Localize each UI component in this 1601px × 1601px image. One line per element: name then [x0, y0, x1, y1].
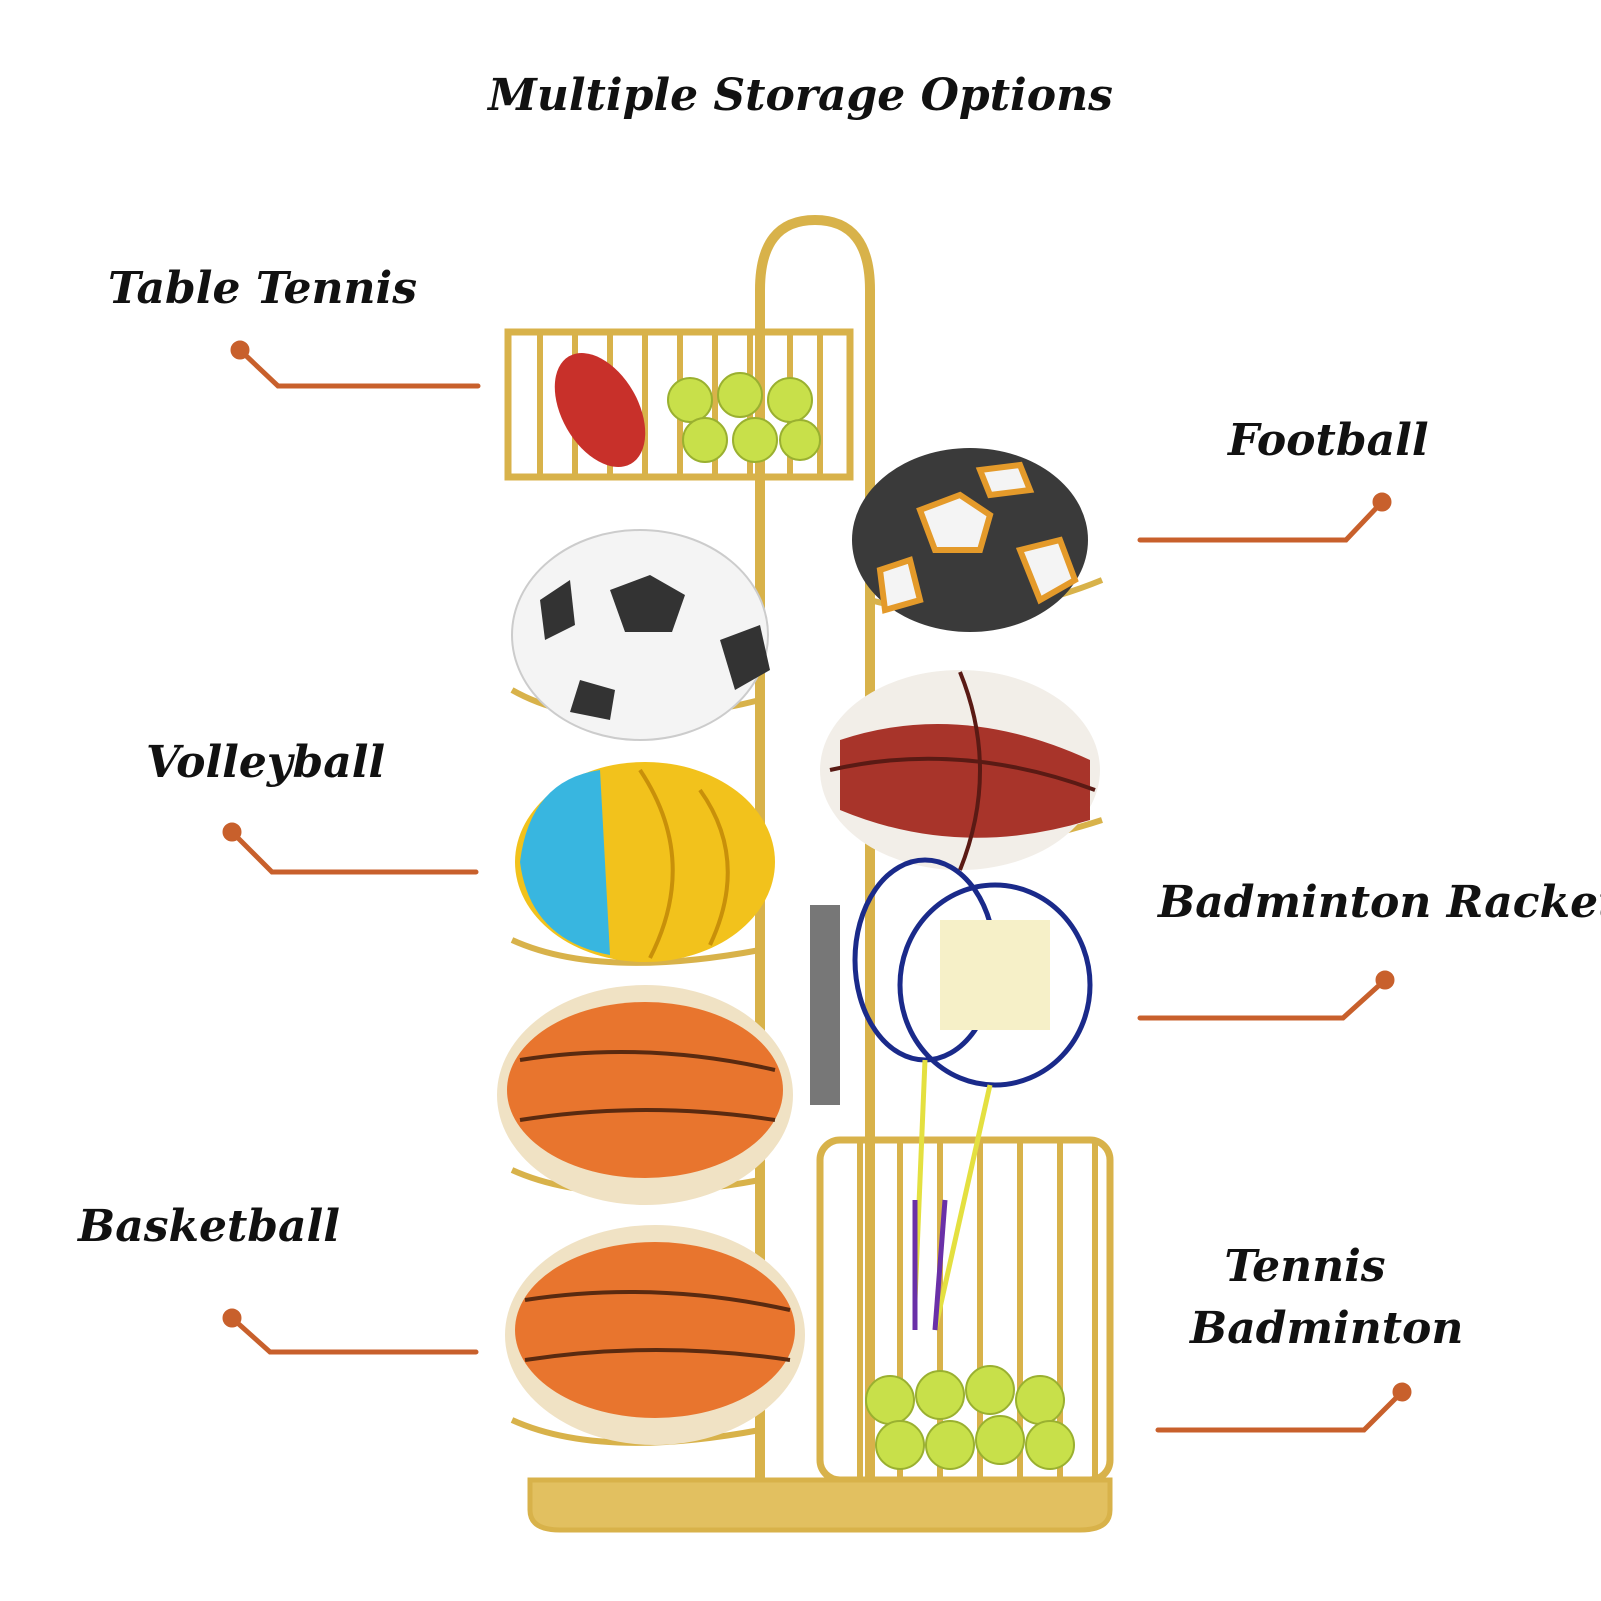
leader-line-basketball: [222, 1308, 479, 1355]
label-basketball: Basketball: [78, 1201, 340, 1252]
table-tennis-contents: [554, 353, 821, 467]
red-basketball: [820, 670, 1100, 871]
basketball-upper: [497, 985, 793, 1205]
label-badminton-racket: Badminton Racket: [1158, 877, 1601, 928]
label-volleyball: Volleyball: [146, 737, 386, 788]
volleyball: [515, 762, 775, 962]
leader-line-badminton-racket: [1137, 970, 1395, 1021]
label-tennis-badminton: Tennis Badminton: [1190, 1236, 1464, 1359]
rack-bracket: [810, 905, 840, 1105]
leader-line-football: [1137, 492, 1392, 543]
football-ball: [852, 448, 1088, 632]
leader-line-tennis-badminton: [1155, 1382, 1412, 1433]
leader-line-table-tennis: [230, 340, 481, 389]
page-title: Multiple Storage Options: [488, 70, 1113, 121]
label-table-tennis: Table Tennis: [108, 263, 417, 314]
tennis-balls: [865, 1365, 1075, 1470]
leader-lines: [222, 340, 1412, 1433]
badminton-rackets: [852, 857, 1093, 1331]
label-badminton: Badminton: [1190, 1302, 1464, 1354]
leader-line-volleyball: [222, 822, 479, 875]
label-football: Football: [1228, 415, 1429, 466]
label-tennis: Tennis: [1224, 1241, 1386, 1292]
basketball-lower: [505, 1225, 805, 1445]
soccer-ball: [511, 529, 770, 741]
